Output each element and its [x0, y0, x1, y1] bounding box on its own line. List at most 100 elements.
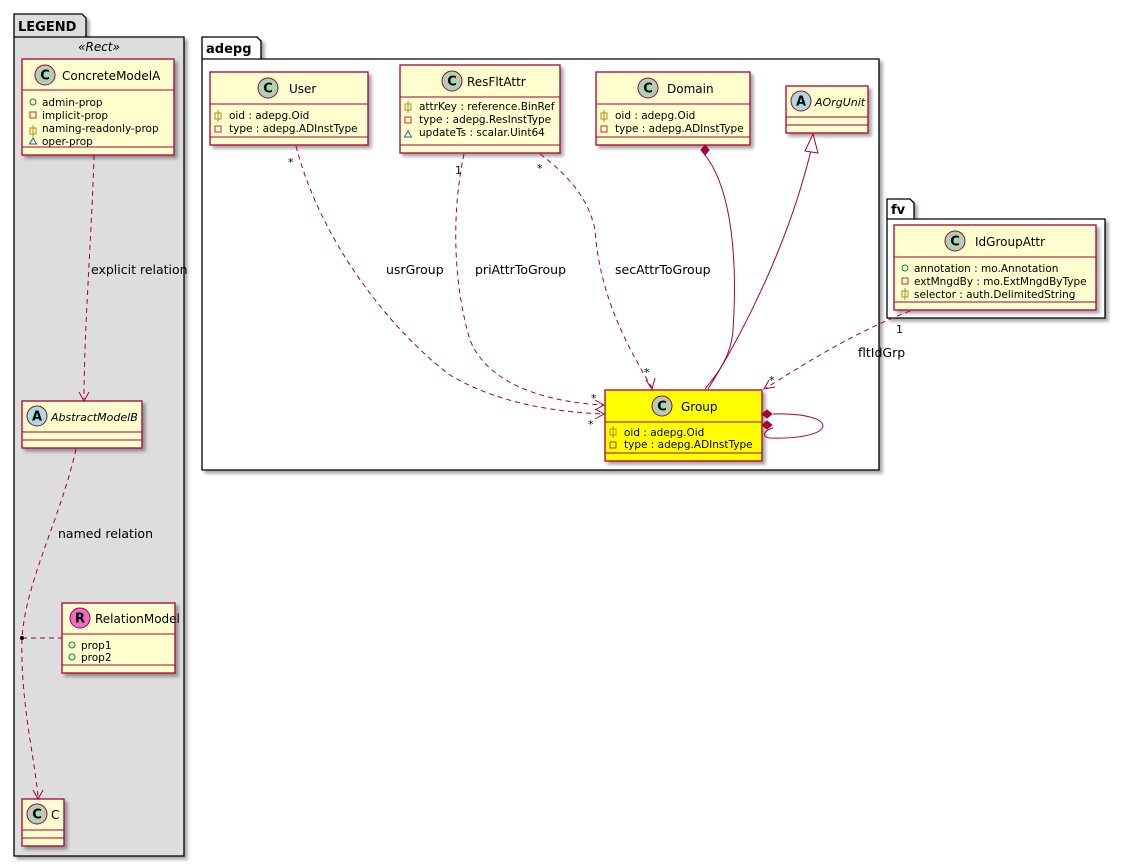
class-domain[interactable]: C Domain oid : adepg.Oid type : adepg.AD…	[595, 71, 751, 146]
abstract-badge-icon	[26, 405, 48, 427]
public-visibility-icon	[68, 653, 76, 661]
relation-label: explicit relation	[91, 262, 188, 277]
class-name: C	[51, 808, 59, 822]
cardinality-label: *	[769, 374, 775, 387]
class-attribute: type : adepg.ADInstType	[615, 123, 744, 135]
legend-explicit-relation: explicit relation	[78, 154, 188, 403]
composition-diamond-icon	[761, 420, 773, 430]
class-attribute: attrKey : reference.BinRef	[419, 101, 555, 113]
class-attribute: implicit-prop	[42, 110, 108, 122]
class-name: IdGroupAttr	[975, 235, 1045, 249]
class-badge-icon	[34, 64, 56, 86]
class-name: AOrgUnit	[814, 96, 866, 109]
class-badge-letter: C	[263, 82, 273, 97]
inheritance-arrow-icon	[804, 132, 819, 154]
relation-label: priAttrToGroup	[475, 262, 566, 277]
class-name: User	[289, 82, 316, 96]
class-attribute: oid : adepg.Oid	[624, 427, 704, 439]
private-visibility-icon	[609, 441, 617, 449]
protected-visibility-icon	[29, 125, 37, 137]
legend-package-title: LEGEND	[18, 20, 77, 35]
class-attribute: oper-prop	[42, 136, 93, 148]
class-attribute: updateTs : scalar.Uint64	[419, 127, 545, 139]
class-badge-icon	[944, 230, 966, 252]
cardinality-label: *	[537, 162, 543, 175]
relation-label: fltIdGrp	[858, 345, 905, 360]
class-attribute: prop2	[81, 652, 112, 664]
relation-label: secAttrToGroup	[615, 262, 711, 277]
protected-visibility-icon	[609, 426, 617, 438]
class-group[interactable]: C Group oid : adepg.Oid type : adepg.ADI…	[604, 389, 763, 462]
composition-diamond-icon	[700, 144, 710, 156]
class-badge-icon	[441, 70, 463, 92]
class-resfltattr[interactable]: C ResFltAttr attrKey : reference.BinRef …	[399, 64, 561, 154]
class-relation-model[interactable]: R RelationModel prop1 prop2	[61, 602, 180, 674]
class-concrete-model-a[interactable]: C ConcreteModelA admin-prop implicit-pro…	[21, 58, 175, 156]
class-name: RelationModel	[95, 612, 180, 626]
private-visibility-icon	[600, 125, 608, 133]
relation-usr-group: * * usrGroup	[288, 145, 606, 431]
package-visibility-icon	[28, 137, 38, 145]
cardinality-label: *	[591, 392, 597, 405]
relation-flt-id-grp: 1 * fltIdGrp	[763, 310, 911, 390]
legend-stereotype: «Rect»	[78, 40, 120, 54]
class-badge-letter: C	[447, 75, 457, 90]
class-badge-letter: C	[32, 808, 42, 823]
class-attribute: selector : auth.DelimitedString	[914, 289, 1075, 301]
relation-aorgunit-inheritance	[707, 132, 819, 390]
class-name: Group	[681, 400, 718, 414]
class-name: AbstractModelB	[50, 411, 138, 424]
class-attribute: annotation : mo.Annotation	[914, 263, 1058, 275]
class-badge-letter: R	[75, 612, 85, 627]
legend-named-relation: named relation	[20, 448, 153, 801]
public-visibility-icon	[901, 264, 909, 272]
association-point-icon	[20, 636, 24, 640]
abstract-badge-icon	[790, 90, 812, 112]
class-badge-icon	[26, 803, 48, 825]
class-attribute: extMngdBy : mo.ExtMngdByType	[914, 276, 1087, 288]
class-abstract-model-b[interactable]: A AbstractModelB	[21, 400, 143, 449]
class-attribute: prop1	[81, 640, 112, 652]
adepg-package-title: adepg	[206, 42, 252, 57]
private-visibility-icon	[29, 111, 37, 119]
class-name: ResFltAttr	[467, 75, 526, 89]
class-badge-letter: C	[657, 400, 667, 415]
relation-label: usrGroup	[386, 262, 444, 277]
protected-visibility-icon	[901, 288, 909, 300]
class-user[interactable]: C User oid : adepg.Oid type : adepg.ADIn…	[209, 71, 369, 146]
relation-pri-attr-to-group: 1 * priAttrToGroup	[455, 153, 606, 411]
public-visibility-icon	[68, 641, 76, 649]
protected-visibility-icon	[600, 110, 608, 122]
protected-visibility-icon	[214, 110, 222, 122]
class-attribute: admin-prop	[42, 97, 103, 109]
private-visibility-icon	[214, 125, 222, 133]
relation-domain-composition	[700, 144, 735, 390]
class-name: Domain	[667, 82, 714, 96]
public-visibility-icon	[29, 98, 37, 106]
class-attribute: type : adepg.ADInstType	[624, 439, 753, 451]
cardinality-label: *	[288, 156, 294, 169]
class-c[interactable]: C C	[21, 798, 65, 847]
class-badge-letter: A	[796, 95, 806, 110]
fv-package-title: fv	[891, 203, 906, 218]
relation-group-self-composition	[761, 409, 824, 439]
class-badge-icon	[651, 395, 673, 417]
composition-diamond-icon	[761, 409, 773, 419]
class-aorgunit[interactable]: A AOrgUnit	[785, 85, 869, 134]
relation-badge-icon	[69, 607, 91, 629]
class-badge-letter: C	[950, 235, 960, 250]
private-visibility-icon	[901, 277, 909, 285]
class-name: ConcreteModelA	[62, 69, 161, 83]
class-attribute: type : adepg.ResInstType	[419, 114, 551, 126]
private-visibility-icon	[404, 116, 412, 124]
package-visibility-icon	[403, 130, 413, 138]
class-attribute: naming-readonly-prop	[42, 123, 159, 135]
class-attribute: oid : adepg.Oid	[229, 110, 309, 122]
cardinality-label: *	[588, 418, 594, 431]
class-badge-icon	[637, 77, 659, 99]
class-attribute: type : adepg.ADInstType	[229, 123, 358, 135]
class-idgroupattr[interactable]: C IdGroupAttr annotation : mo.Annotation…	[893, 224, 1097, 311]
cardinality-label: 1	[455, 164, 462, 177]
class-badge-letter: C	[643, 82, 653, 97]
relation-sec-attr-to-group: * * secAttrToGroup	[537, 153, 711, 391]
